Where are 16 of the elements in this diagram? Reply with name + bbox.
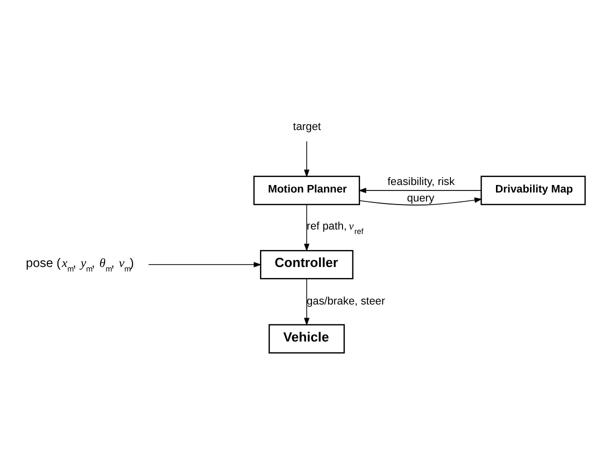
edge-label: ref path, v$_{ref}$ — [306, 220, 364, 236]
edge-label: query — [407, 192, 434, 204]
node-box: Motion Planner — [253, 175, 360, 205]
edge-label: feasibility, risk — [388, 176, 455, 188]
arrow — [304, 140, 310, 177]
node-text: target — [293, 120, 321, 133]
arrow — [359, 196, 482, 205]
arrow — [148, 261, 262, 267]
arrow — [358, 187, 482, 193]
node-text: pose (x$_{m}$, y$_{m}$, θ$_{m}$, v$_{m}$) — [26, 255, 134, 273]
arrow — [304, 204, 310, 252]
edge-label: gas/brake, steer — [306, 295, 386, 308]
node-box: Vehicle — [268, 324, 345, 353]
node-box: Drivability Map — [480, 175, 586, 205]
node-box: Controller — [260, 249, 354, 279]
arrow — [304, 278, 310, 326]
